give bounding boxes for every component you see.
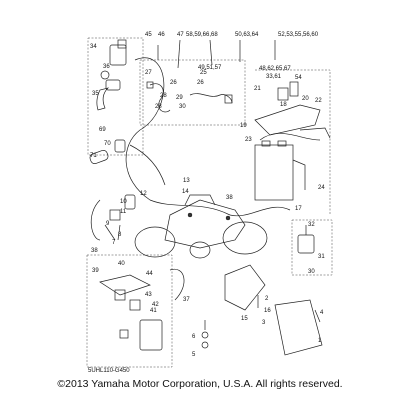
- callout: 6: [192, 334, 196, 340]
- group-frame-ignition: [87, 37, 144, 156]
- callout: 13: [183, 178, 190, 184]
- callout: 18: [280, 102, 287, 108]
- callout: 22: [315, 98, 322, 104]
- callout-labels: 34 36 35 45 46 47 58,59,66,68 50,63,64 5…: [90, 32, 325, 358]
- callout: 1: [318, 338, 322, 344]
- callout: 26: [197, 80, 204, 86]
- callout: 7: [112, 240, 116, 246]
- callout: 52,53,55,56,60: [278, 32, 319, 38]
- callout: 30: [179, 104, 186, 110]
- callout: 17: [295, 206, 302, 212]
- callout: 14: [182, 189, 189, 195]
- callout: 49,51,57: [198, 65, 222, 71]
- wire-harness-part: [90, 57, 291, 241]
- callout: 50,63,64: [235, 32, 259, 38]
- cable-23-part: [259, 132, 321, 141]
- group-frame-relay-box: [86, 254, 173, 368]
- relay-bracket-part: [254, 81, 331, 139]
- callout: 40: [118, 261, 125, 267]
- callout: 15: [241, 316, 248, 322]
- callout: 8: [118, 232, 122, 238]
- callout: 38: [226, 195, 233, 201]
- callout: 9: [106, 221, 110, 227]
- callout: 71: [90, 153, 97, 159]
- callout: 3: [262, 320, 266, 326]
- callout: 10: [120, 199, 127, 205]
- callout: 34: [90, 44, 97, 50]
- callout: 24: [318, 185, 325, 191]
- copyright-notice: ©2013 Yamaha Motor Corporation, U.S.A. A…: [57, 378, 343, 390]
- ignition-switch-part: [96, 39, 127, 111]
- callout: 33,61: [266, 74, 282, 80]
- callout: 12: [140, 191, 147, 197]
- callout: 48,62,65,67: [259, 66, 291, 72]
- callout: 39: [92, 268, 99, 274]
- ignition-coil-part: [104, 194, 136, 241]
- callout: 5: [192, 352, 196, 358]
- callout: 54: [295, 75, 302, 81]
- bolts-bottom-part: [201, 320, 209, 349]
- ecu-part: [274, 299, 323, 356]
- callout: 16: [264, 308, 271, 314]
- handlebar-grip-part: [89, 139, 126, 164]
- callout: 28: [155, 104, 162, 110]
- callout: 69: [99, 127, 106, 133]
- callout: 38: [91, 248, 98, 254]
- callout: 41: [150, 308, 157, 314]
- callout: 31: [318, 254, 325, 260]
- atv-vehicle: [134, 194, 268, 259]
- callout: 2: [265, 296, 269, 302]
- callout: 20: [302, 96, 309, 102]
- group-frame-starter-relay: [291, 219, 333, 276]
- callout: 29: [176, 95, 183, 101]
- callout: 11: [120, 209, 127, 215]
- callout: 26: [170, 80, 177, 86]
- callout: 45: [145, 32, 152, 38]
- diagram-code: 5UHL110-G450: [88, 368, 130, 374]
- group-frame-sensors: [139, 59, 246, 126]
- callout: 36: [103, 64, 110, 70]
- callout: 35: [92, 91, 99, 97]
- callout: 23: [245, 137, 252, 143]
- sensor-37-part: [169, 268, 185, 301]
- callout: 42: [152, 302, 159, 308]
- callout: 70: [104, 141, 111, 147]
- callout: 46: [158, 32, 165, 38]
- callout: 44: [146, 271, 153, 277]
- callout: 37: [183, 297, 190, 303]
- relay-box-part: [99, 274, 163, 351]
- callout: 32: [308, 222, 315, 228]
- callout: 4: [320, 310, 324, 316]
- sensor-leads-part: [146, 81, 233, 113]
- callout: 28: [160, 93, 167, 99]
- callout: 21: [254, 86, 261, 92]
- callout: 58,59,66,68: [186, 32, 218, 38]
- rectifier-part: [224, 264, 266, 311]
- bolts-top-part: [157, 39, 276, 69]
- starter-relay-part: [297, 225, 315, 254]
- callout: 27: [145, 70, 152, 76]
- callout: 30: [308, 269, 315, 275]
- callout: 43: [145, 292, 152, 298]
- callout: 25: [200, 70, 207, 76]
- group-frame-rear: [255, 69, 331, 215]
- callout: 47: [177, 32, 184, 38]
- callout: 19: [240, 123, 247, 129]
- battery-part: [254, 140, 306, 201]
